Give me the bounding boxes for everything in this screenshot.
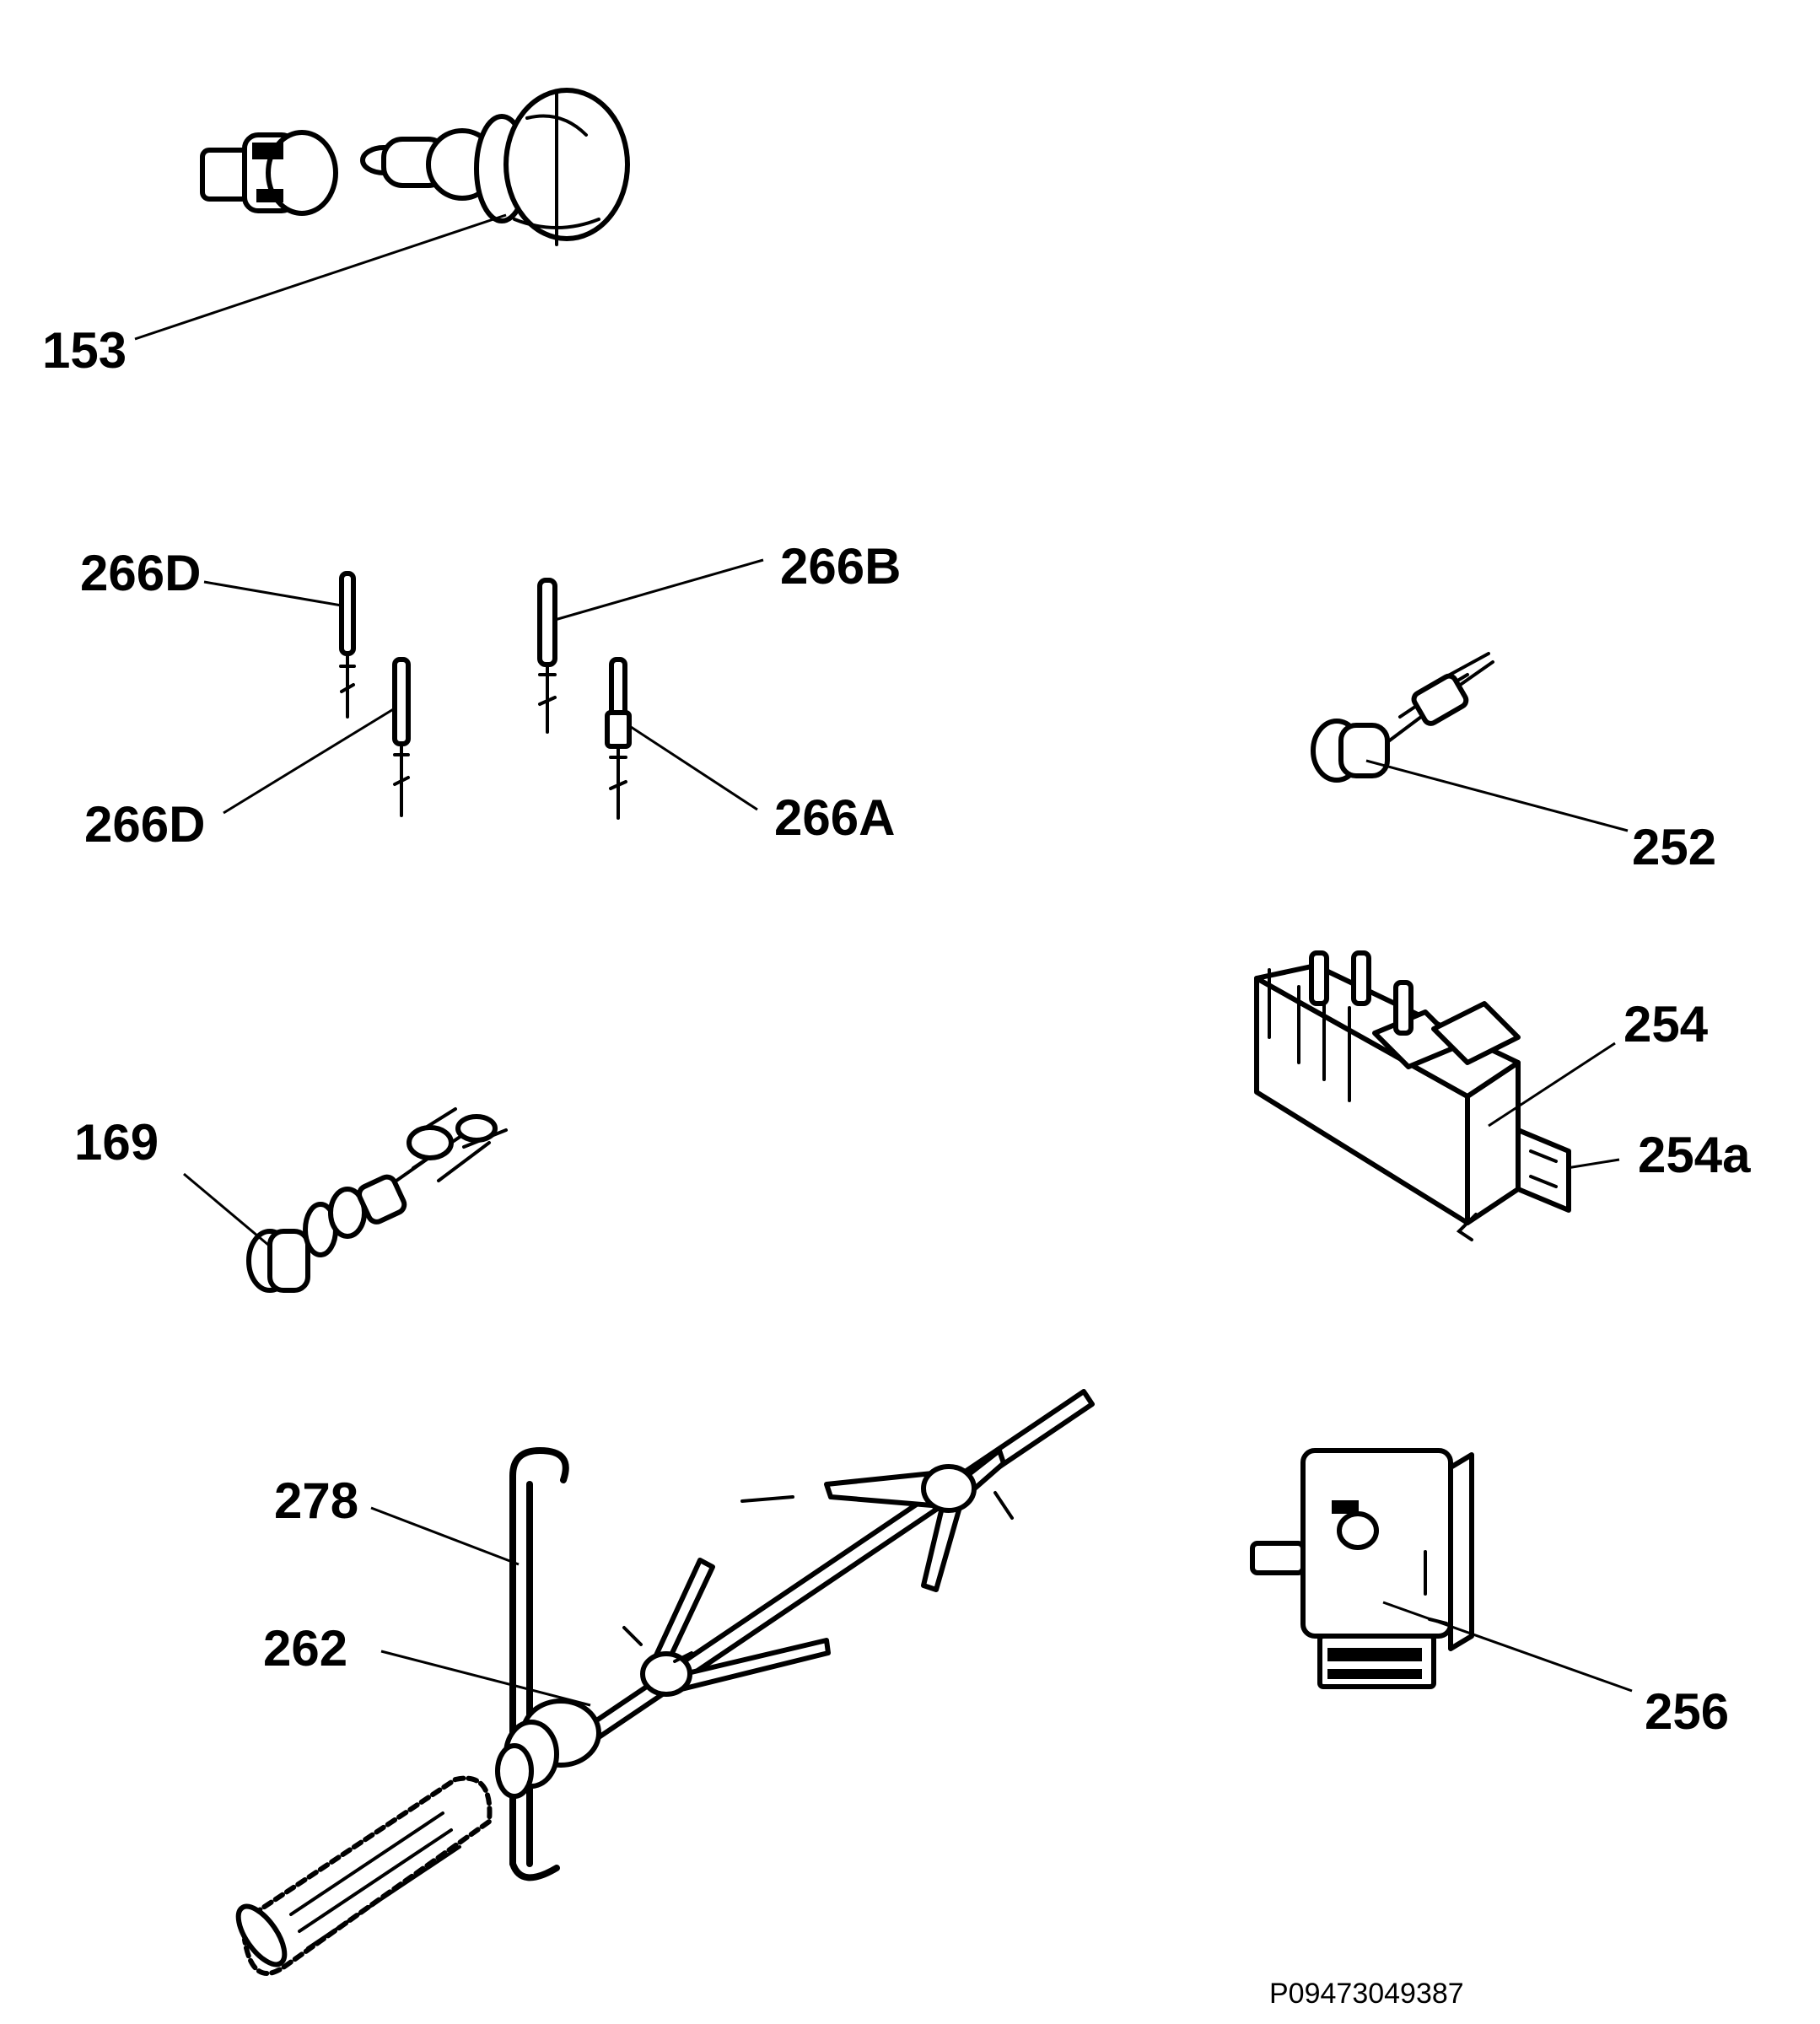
- label-252: 252: [1632, 819, 1716, 875]
- label-169: 169: [74, 1114, 159, 1171]
- label-266D-bottom: 266D: [84, 796, 205, 853]
- label-254a: 254a: [1638, 1127, 1751, 1183]
- label-278: 278: [274, 1472, 358, 1529]
- part-266D-top-electrode: [339, 571, 356, 719]
- part-254-ignition-generator: [1254, 950, 1521, 1225]
- leader-169: [183, 1172, 269, 1246]
- leader-252: [1365, 759, 1629, 832]
- leader-254: [1488, 1042, 1616, 1128]
- part-266B-electrode: [537, 578, 557, 734]
- leader-278: [370, 1506, 520, 1566]
- leader-266A: [627, 724, 758, 811]
- part-278-rotisserie-frame: [509, 1446, 569, 1881]
- leader-266D-bottom: [223, 707, 396, 815]
- label-266B: 266B: [780, 538, 901, 595]
- leader-262: [380, 1650, 591, 1707]
- rotisserie-handle: [235, 1775, 493, 1976]
- leader-153: [134, 213, 507, 341]
- label-266D-top: 266D: [80, 545, 201, 601]
- label-256: 256: [1645, 1683, 1729, 1740]
- part-266A-electrode: [605, 657, 632, 820]
- label-262: 262: [263, 1620, 347, 1677]
- part-153-knob-assembly: [200, 88, 630, 246]
- label-153: 153: [42, 322, 127, 379]
- part-252-lamp-holder: [1311, 652, 1494, 783]
- part-256-rotisserie-motor: [1250, 1448, 1474, 1689]
- leader-266B: [554, 558, 764, 622]
- part-169-indicator-lamp: [246, 1107, 508, 1293]
- label-254: 254: [1623, 996, 1709, 1052]
- label-266A: 266A: [774, 789, 895, 846]
- leader-256: [1382, 1601, 1633, 1693]
- leader-254a: [1566, 1158, 1620, 1170]
- leader-266D-top: [203, 580, 342, 607]
- part-266D-bottom-electrode: [392, 657, 411, 817]
- part-254a-bracket: [1456, 1128, 1571, 1241]
- part-262-rotisserie-spit: [495, 1389, 1095, 1799]
- drawing-code: P09473049387: [1269, 1978, 1464, 2010]
